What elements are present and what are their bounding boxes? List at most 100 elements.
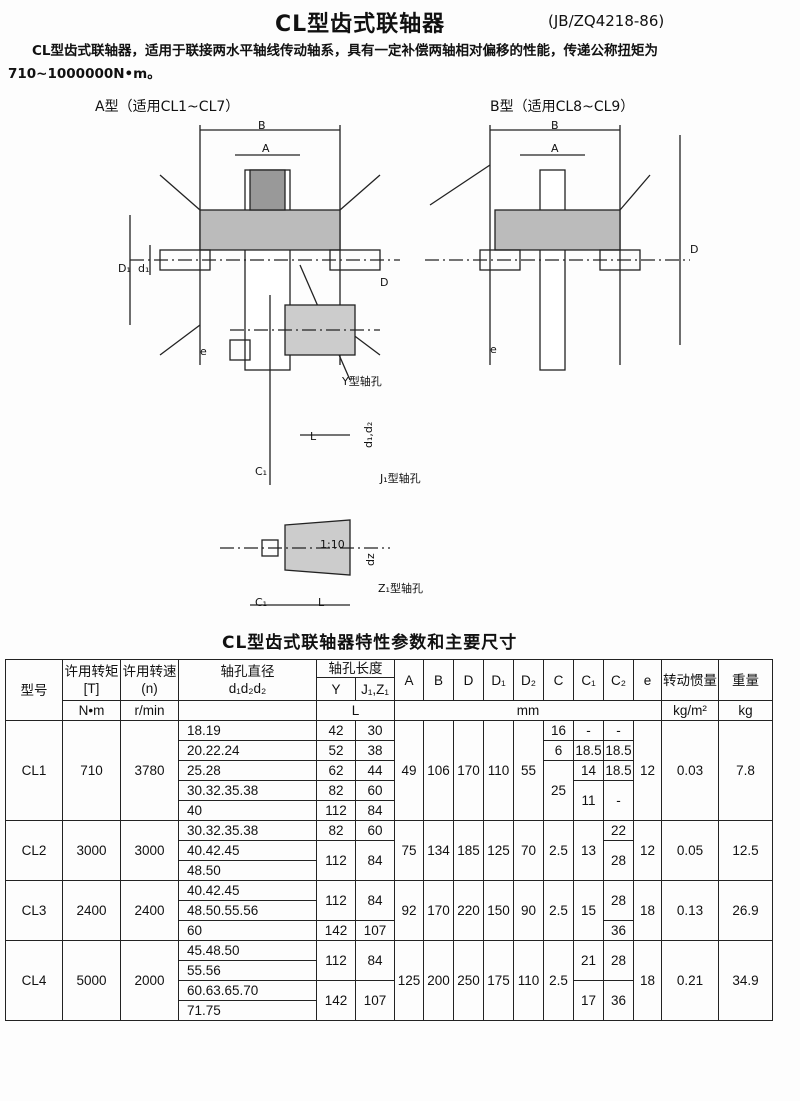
table-cell: 44 xyxy=(355,760,395,781)
table-cell: 5000 xyxy=(62,940,121,1021)
table-cell: 84 xyxy=(355,840,395,881)
intro-paragraph: CL型齿式联轴器，适用于联接两水平轴线传动轴系，具有一定补偿两轴相对偏移的性能，… xyxy=(8,43,659,82)
table-cell: 84 xyxy=(355,880,395,921)
table-row: 48.50 xyxy=(6,860,773,881)
table-cell: 52 xyxy=(316,740,356,761)
header-c1: C₁ xyxy=(573,659,604,701)
j1-shaft-hole-drawing xyxy=(230,295,380,485)
table-cell: 30 xyxy=(355,720,395,741)
table-cell: d₁d₂d₂ xyxy=(228,681,267,696)
table-cell: 2.5 xyxy=(543,820,574,881)
header-a: A xyxy=(394,659,424,701)
taper-label: 1:10 xyxy=(320,538,345,551)
z1-hole-label: Z₁型轴孔 xyxy=(378,582,423,595)
unit-weight: kg xyxy=(718,700,773,721)
table-cell: 40 xyxy=(178,800,317,821)
table-cell: 18 xyxy=(633,880,662,941)
table-cell: 0.13 xyxy=(661,880,719,941)
table-cell: 60.63.65.70 xyxy=(178,980,317,1001)
table-cell: - xyxy=(603,720,634,741)
table-cell: 30.32.35.38 xyxy=(178,780,317,801)
table-cell: 18.19 xyxy=(178,720,317,741)
table-cell: 84 xyxy=(355,800,395,821)
table-cell: 142 xyxy=(316,980,356,1021)
table-cell: 170 xyxy=(453,720,484,821)
table-cell: 110 xyxy=(483,720,514,821)
table-cell: 0.21 xyxy=(661,940,719,1021)
table-cell: 112 xyxy=(316,940,356,981)
table-cell: 2400 xyxy=(120,880,179,941)
table-cell: 134 xyxy=(423,820,454,881)
dim-b-b: B xyxy=(551,119,559,132)
table-cell: 20.22.24 xyxy=(178,740,317,761)
header-bore: 轴孔直径 d₁d₂d₂ xyxy=(178,659,317,701)
table-cell: 710 xyxy=(62,720,121,821)
table-cell: 112 xyxy=(316,880,356,921)
header-j1z1: J₁,Z₁ xyxy=(355,677,395,701)
table-cell: 112 xyxy=(316,840,356,881)
table-cell: 28 xyxy=(603,880,634,921)
table-cell: 34.9 xyxy=(718,940,773,1021)
table-cell: 36 xyxy=(603,920,634,941)
header-y: Y xyxy=(316,677,356,701)
table-cell: 82 xyxy=(316,780,356,801)
table-cell: 18.5 xyxy=(603,760,634,781)
table-cell: 许用转矩 xyxy=(64,664,119,679)
table-cell: 70 xyxy=(513,820,544,881)
dim-d1d2-j1: d₁,d₂ xyxy=(362,421,375,448)
dim-a-a: A xyxy=(262,142,270,155)
unit-speed: r/min xyxy=(120,700,179,721)
table-cell: 49 xyxy=(394,720,424,821)
standard-number: (JB/ZQ4218-86) xyxy=(548,12,665,30)
table-cell: 18.5 xyxy=(603,740,634,761)
table-cell: 250 xyxy=(453,940,484,1021)
table-cell: 3000 xyxy=(120,820,179,881)
dim-c1-j1: C₁ xyxy=(255,465,268,478)
table-cell: 14 xyxy=(573,760,604,781)
table-cell: 7.8 xyxy=(718,720,773,821)
table-cell: 16 xyxy=(543,720,574,741)
table-cell: 107 xyxy=(355,980,395,1021)
table-cell: 26.9 xyxy=(718,880,773,941)
table-cell: 2400 xyxy=(62,880,121,941)
table-cell: 200 xyxy=(423,940,454,1021)
table-cell: 110 xyxy=(513,940,544,1021)
table-cell: 0.03 xyxy=(661,720,719,821)
table-cell: 21 xyxy=(573,940,604,981)
table-cell: 125 xyxy=(483,820,514,881)
table-cell: 175 xyxy=(483,940,514,1021)
table-cell: 170 xyxy=(423,880,454,941)
table-cell: 60 xyxy=(355,780,395,801)
dim-d1s-a: d₁ xyxy=(138,262,150,275)
table-title: CL型齿式联轴器特性参数和主要尺寸 xyxy=(222,633,518,653)
table-cell: 71.75 xyxy=(178,1000,317,1021)
dim-d1-a: D₁ xyxy=(118,262,131,275)
table-cell: 82 xyxy=(316,820,356,841)
header-inertia: 转动惯量 xyxy=(661,659,719,701)
table-cell: 107 xyxy=(355,920,395,941)
dim-l-j1: L xyxy=(310,430,317,443)
unit-torque: N•m xyxy=(62,700,121,721)
table-cell: CL4 xyxy=(5,940,63,1021)
dim-d-b: D xyxy=(690,243,699,256)
table-cell: 84 xyxy=(355,940,395,981)
table-cell: 28 xyxy=(603,940,634,981)
page-title: CL型齿式联轴器 xyxy=(275,12,446,37)
table-row: 71.75 xyxy=(6,1000,773,1021)
dim-d-a: D xyxy=(380,276,389,289)
table-cell: 轴孔直径 xyxy=(220,664,275,679)
table-cell: 90 xyxy=(513,880,544,941)
header-c: C xyxy=(543,659,574,701)
table-cell: 38 xyxy=(355,740,395,761)
table-cell: 48.50 xyxy=(178,860,317,881)
technical-drawings xyxy=(129,125,690,606)
j1-hole-label: J₁型轴孔 xyxy=(380,472,421,485)
header-speed: 许用转速(n) xyxy=(120,659,179,701)
z1-shaft-hole-drawing xyxy=(220,519,390,606)
table-cell: 28 xyxy=(603,840,634,881)
table-cell: 13 xyxy=(573,820,604,881)
header-d: D xyxy=(453,659,484,701)
table-cell: 2000 xyxy=(120,940,179,1021)
